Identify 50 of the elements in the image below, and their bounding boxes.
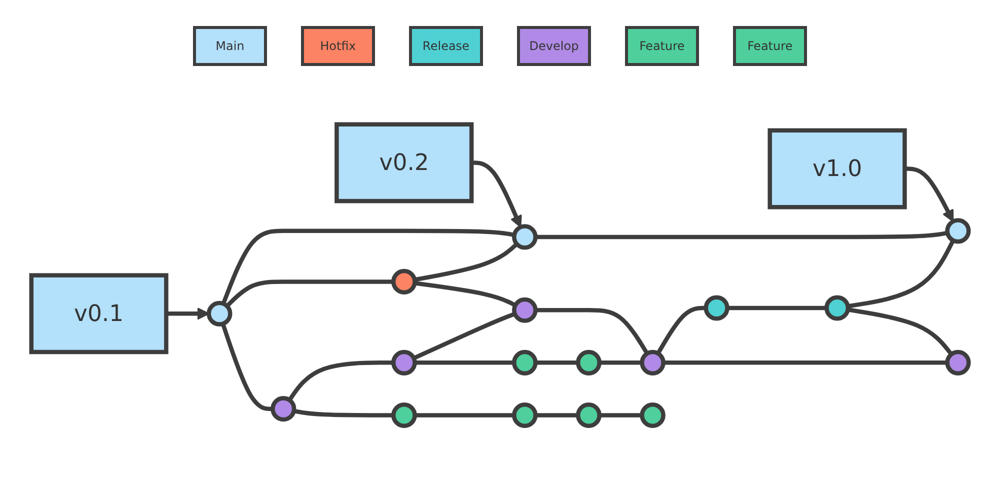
connector <box>288 360 394 402</box>
connector <box>599 412 642 418</box>
connector <box>414 242 518 282</box>
node-circle <box>270 396 296 422</box>
connector <box>656 306 706 354</box>
connector <box>535 308 649 355</box>
node-circle <box>945 218 971 244</box>
connector <box>535 230 948 239</box>
node-circle <box>206 300 232 326</box>
node-box: v0.1 <box>29 273 168 354</box>
legend-swatch: Feature <box>733 26 807 66</box>
node-circle <box>640 402 666 428</box>
node-circle <box>512 402 538 428</box>
node-circle <box>512 224 538 250</box>
node-box: v1.0 <box>768 128 907 210</box>
node-circle <box>824 295 850 321</box>
connector <box>412 312 516 360</box>
legend-swatch: Hotfix <box>301 26 375 66</box>
connector <box>847 307 954 356</box>
legend-swatch: Main <box>193 26 267 66</box>
node-circle <box>391 268 417 294</box>
legend-swatch: Feature <box>625 26 699 66</box>
connector <box>414 280 516 308</box>
node-circle <box>391 402 417 428</box>
connector <box>220 322 273 411</box>
connector <box>663 360 948 365</box>
node-circle <box>512 350 538 376</box>
connector <box>535 412 578 418</box>
arrow <box>472 160 522 228</box>
arrow <box>166 307 210 320</box>
node-circle <box>391 350 417 376</box>
connector <box>727 306 827 310</box>
connector <box>226 279 394 308</box>
connector <box>221 228 515 304</box>
connector <box>599 360 642 365</box>
connector <box>414 412 514 418</box>
node-circle <box>640 350 666 376</box>
connector <box>847 239 956 308</box>
node-circle <box>576 350 602 376</box>
connector <box>535 360 578 365</box>
connector <box>293 408 394 418</box>
legend-swatch: Release <box>409 26 483 66</box>
node-circle <box>576 402 602 428</box>
arrow <box>904 166 954 222</box>
connector <box>414 360 514 365</box>
node-circle <box>945 350 971 376</box>
node-circle <box>704 295 730 321</box>
node-circle <box>512 297 538 323</box>
legend-swatch: Develop <box>517 26 591 66</box>
node-box: v0.2 <box>334 122 474 204</box>
